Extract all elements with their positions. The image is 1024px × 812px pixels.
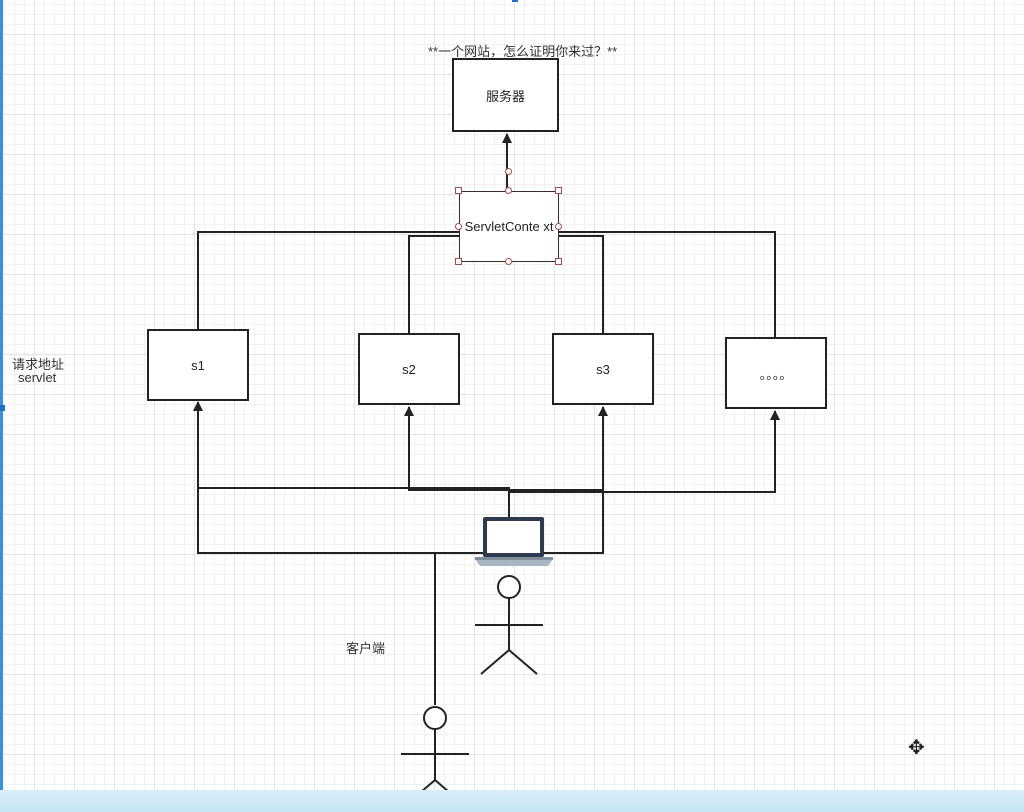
servlet-label-s2: s2 (402, 361, 416, 377)
resize-handle-top-right[interactable] (555, 187, 562, 194)
side-label-request-address: 请求地址 (12, 357, 65, 372)
resize-handle-top-left[interactable] (455, 187, 462, 194)
edge-client-loop (197, 488, 604, 554)
edge-s1-to-context (197, 231, 459, 330)
servlet-label-more: 。。。。 (759, 366, 793, 382)
connect-handle-bottom[interactable] (505, 258, 512, 265)
connect-handle-top[interactable] (505, 187, 512, 194)
bottom-edge-band (0, 790, 1024, 812)
servlet-box-s2[interactable]: s2 (358, 333, 460, 405)
resize-handle-bottom-left[interactable] (455, 258, 462, 265)
left-edge-marker (0, 405, 5, 411)
server-label: 服务器 (485, 88, 525, 104)
servlet-box-s1[interactable]: s1 (147, 329, 249, 401)
edge-client-to-s1-upper (193, 401, 510, 518)
server-box[interactable]: 服务器 (452, 58, 559, 132)
resize-handle-bottom-right[interactable] (555, 258, 562, 265)
connect-handle-right[interactable] (555, 223, 562, 230)
edge-client-to-s4 (509, 410, 780, 493)
servlet-box-s3[interactable]: s3 (552, 333, 654, 405)
servlet-context-label: ServletConte xt (464, 218, 554, 234)
top-edge-marker (512, 0, 518, 2)
move-cursor-icon: ✥ (908, 737, 925, 759)
edge-client-to-s2 (404, 406, 509, 491)
servlet-context-box[interactable]: ServletConte xt (459, 191, 559, 262)
edge-s3-to-context (559, 235, 604, 334)
diagram-title: **一个网站，怎么证明你来过？** (428, 44, 618, 59)
connect-handle-left[interactable] (455, 223, 462, 230)
edge-client-to-s3 (509, 406, 608, 491)
laptop-icon (475, 517, 553, 566)
side-label-servlet: servlet (18, 370, 57, 385)
stick-figure-icon (475, 575, 543, 675)
servlet-label-s3: s3 (596, 361, 610, 377)
rotate-handle[interactable] (505, 168, 512, 175)
servlet-label-s1: s1 (191, 357, 205, 373)
client-label: 客户端 (346, 641, 386, 656)
edge-s2-to-context (408, 235, 459, 334)
edge-s4-to-context (559, 231, 776, 338)
servlet-box-more[interactable]: 。。。。 (725, 337, 827, 409)
